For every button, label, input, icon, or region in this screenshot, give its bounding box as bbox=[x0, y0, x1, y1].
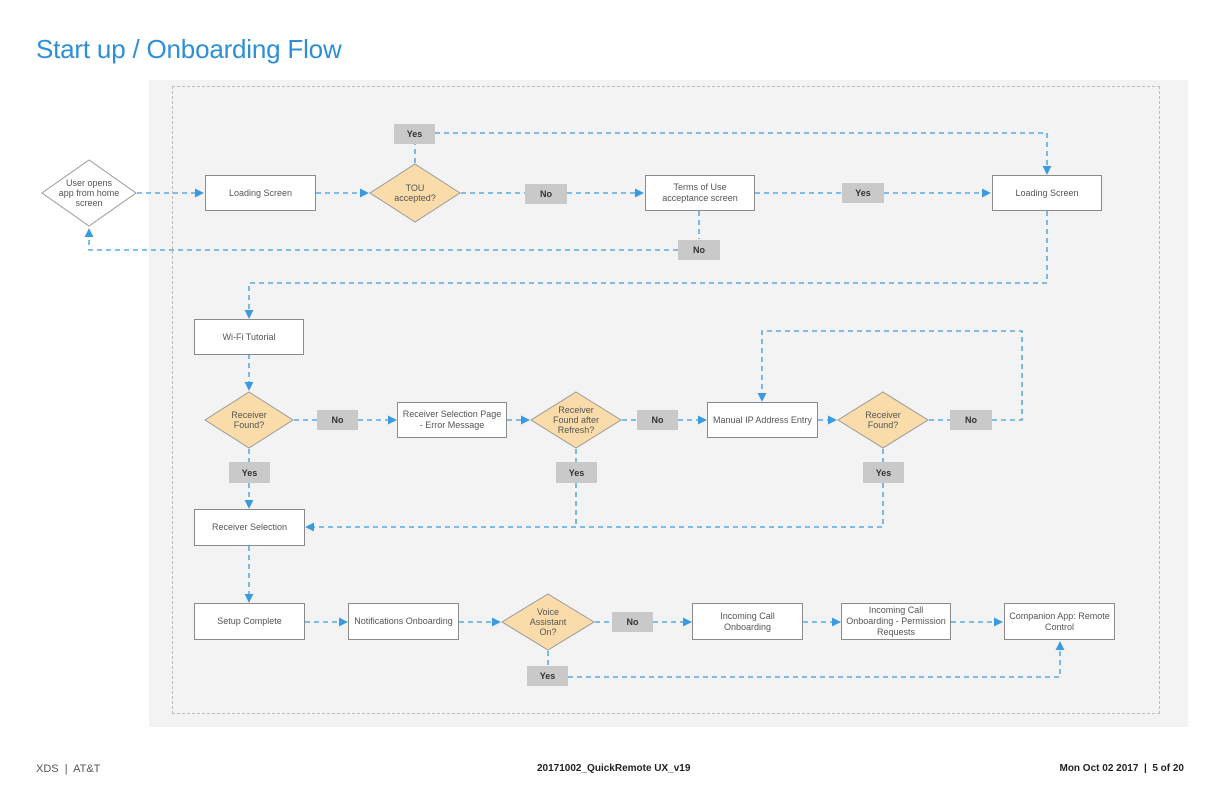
arrow-terms-no-to-user bbox=[84, 228, 678, 251]
terms-yes-label: Yes bbox=[842, 183, 884, 203]
loading-screen-1: Loading Screen bbox=[205, 175, 316, 211]
arrow-voice-yes-to-companion bbox=[568, 641, 1065, 678]
voice-yes-label: Yes bbox=[527, 666, 568, 686]
tou-accepted-text: TOU accepted? bbox=[394, 183, 436, 203]
manual-ip-entry: Manual IP Address Entry bbox=[707, 402, 818, 438]
diagram-frame bbox=[172, 86, 1160, 714]
companion-app-remote: Companion App: Remote Control bbox=[1004, 603, 1115, 640]
incoming-call-onboarding: Incoming Call Onboarding bbox=[692, 603, 803, 640]
receiver-found-refresh-text: Receiver Found after Refresh? bbox=[552, 405, 600, 435]
user-opens-diamond bbox=[41, 159, 137, 227]
loading-screen-2: Loading Screen bbox=[992, 175, 1102, 211]
terms-of-use-screen: Terms of Use acceptance screen bbox=[645, 175, 755, 211]
refresh-yes-label: Yes bbox=[556, 462, 597, 483]
arrow-rf2-yes-to-selection bbox=[305, 483, 884, 532]
tou-diamond bbox=[369, 163, 461, 223]
page-title: Start up / Onboarding Flow bbox=[36, 34, 342, 64]
tou-no-label: No bbox=[525, 184, 567, 204]
footer-date-page: Mon Oct 02 2017 | 5 of 20 bbox=[1059, 763, 1184, 774]
voice-assistant-diamond bbox=[501, 593, 595, 651]
receiver-found-1-no-label: No bbox=[317, 410, 358, 430]
footer-document-name: 20171002_QuickRemote UX_v19 bbox=[537, 763, 691, 774]
arrow-no-loop-to-manual bbox=[757, 330, 1023, 421]
voice-no-label: No bbox=[612, 612, 653, 632]
receiver-found-1-diamond bbox=[204, 391, 294, 449]
incoming-call-permission: Incoming Call Onboarding - Permission Re… bbox=[841, 603, 951, 640]
receiver-found-2-text: Receiver Found? bbox=[865, 410, 901, 430]
user-opens-text: User opens app from home screen bbox=[58, 178, 120, 208]
receiver-selection: Receiver Selection bbox=[194, 509, 305, 546]
footer-brand: XDS | AT&T bbox=[36, 763, 101, 775]
receiver-found-2-diamond bbox=[837, 391, 929, 449]
setup-complete: Setup Complete bbox=[194, 603, 305, 640]
arrow-tou-yes-to-loading2 bbox=[435, 132, 1052, 175]
refresh-no-label: No bbox=[637, 410, 678, 430]
voice-assistant-text: Voice Assistant On? bbox=[529, 607, 567, 637]
arrow-loading2-to-wifi bbox=[244, 211, 1048, 319]
terms-no-label: No bbox=[678, 240, 720, 260]
receiver-selection-error: Receiver Selection Page - Error Message bbox=[397, 402, 507, 438]
receiver-found-2-no-label: No bbox=[950, 410, 992, 430]
tou-yes-label: Yes bbox=[394, 124, 435, 144]
notifications-onboarding: Notifications Onboarding bbox=[348, 603, 459, 640]
wifi-tutorial: Wi-Fi Tutorial bbox=[194, 319, 304, 355]
receiver-found-refresh-diamond bbox=[530, 391, 622, 449]
receiver-found-2-yes-label: Yes bbox=[863, 462, 904, 483]
receiver-found-1-text: Receiver Found? bbox=[231, 410, 267, 430]
receiver-found-1-yes-label: Yes bbox=[229, 462, 270, 483]
